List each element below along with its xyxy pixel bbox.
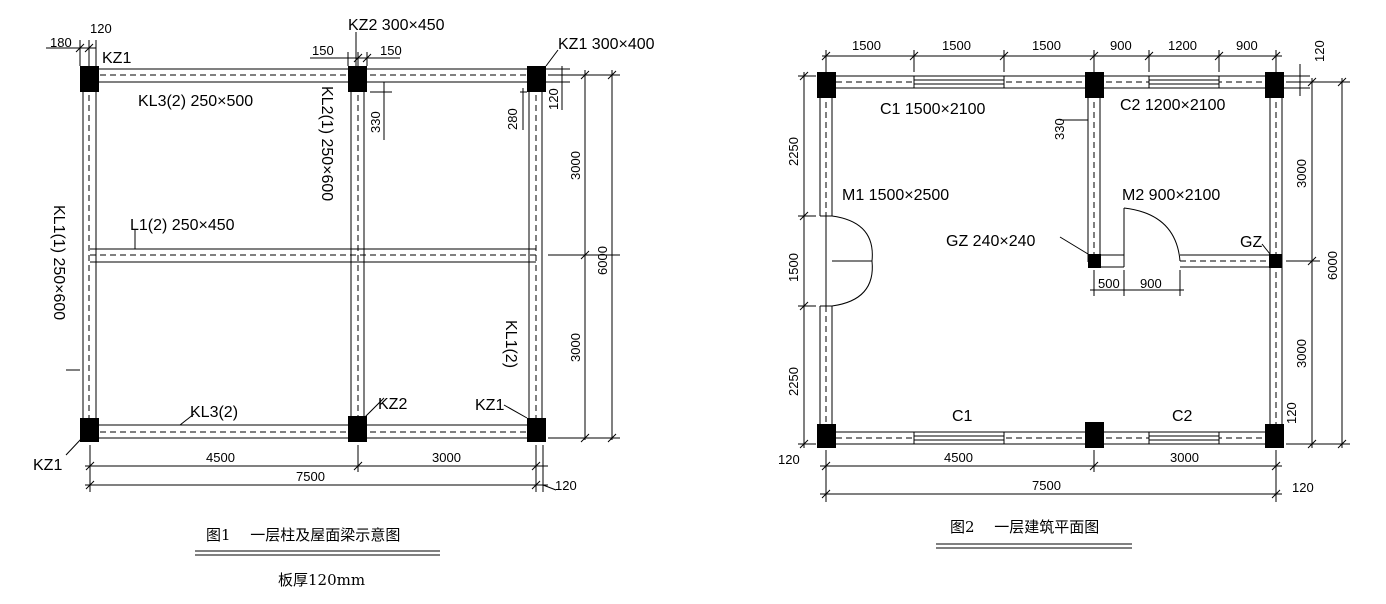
beam-kl3-top [90, 68, 536, 83]
dim-120-bottom-left: 120 [778, 452, 800, 467]
label-m2: M2 900×2100 [1122, 187, 1220, 204]
dim-150a: 150 [312, 43, 334, 58]
dim-330: 330 [1052, 118, 1067, 140]
dim-500: 500 [1098, 276, 1120, 291]
column-bl [817, 424, 836, 448]
label-c1-top: C1 1500×2100 [880, 101, 986, 118]
label-c2-top: C2 1200×2100 [1120, 97, 1226, 114]
dim-bottom-3000: 3000 [1170, 450, 1199, 465]
dim-bottom-4500: 4500 [944, 450, 973, 465]
dim-330: 330 [368, 111, 383, 133]
beam-kl1-left [82, 75, 97, 432]
fig2-dim-bottom [820, 270, 1282, 502]
label-kl2: KL2(1) 250×600 [318, 86, 335, 201]
label-kz1-bottom-right: KZ1 [475, 397, 504, 414]
column-gz-mid [1088, 254, 1101, 268]
figure1-note: 板厚120mm [278, 571, 365, 589]
column-bm [1085, 422, 1104, 448]
wall-left [819, 82, 833, 438]
column-br [1265, 424, 1284, 448]
dim-6000: 6000 [595, 246, 610, 275]
column-gz-right [1269, 254, 1282, 268]
window-c1-bottom [913, 431, 1005, 445]
dim-120-top-right: 120 [1312, 40, 1327, 62]
label-m1: M1 1500×2500 [842, 187, 949, 204]
beam-kl3-bottom [90, 424, 536, 439]
figure2-caption: 图2 一层建筑平面图 [950, 518, 1099, 536]
figure1-column-beam-plan: KZ1 KZ2 300×450 KZ1 300×400 KL3(2) 250×5… [33, 17, 655, 589]
figure2-floor-plan: C1 1500×2100 C2 1200×2100 M1 1500×2500 M… [778, 38, 1350, 549]
label-kz1-top-right: KZ1 300×400 [558, 36, 655, 53]
dim-top-6: 900 [1236, 38, 1258, 53]
dim-right-3000b: 3000 [1294, 339, 1309, 368]
dim-top-2: 1500 [942, 38, 971, 53]
dim-120-bottom-right: 120 [1284, 402, 1299, 424]
beam-l1 [90, 248, 536, 263]
column-tr [1265, 72, 1284, 98]
label-gz-right: GZ [1240, 234, 1262, 251]
column-kz1-top-right [527, 66, 546, 92]
label-c2-bottom: C2 [1172, 408, 1193, 425]
column-kz2-top [348, 66, 367, 92]
window-c2-top [1148, 75, 1220, 89]
dim-3000-bottom: 3000 [568, 333, 583, 362]
dim-left-2250a: 2250 [786, 137, 801, 166]
dim-900: 900 [1140, 276, 1162, 291]
fig1-dim-right [548, 70, 620, 443]
column-tl [817, 72, 836, 98]
dim-left-2250b: 2250 [786, 367, 801, 396]
dim-120-top: 120 [90, 21, 112, 36]
label-kz1-bottom-left: KZ1 [33, 457, 62, 474]
dim-120-right: 120 [546, 88, 561, 110]
fig1-dim-top [46, 40, 570, 140]
dim-bottom-7500: 7500 [1032, 478, 1061, 493]
figure1-caption: 图1 一层柱及屋面梁示意图 [206, 526, 400, 544]
label-gz-mid: GZ 240×240 [946, 233, 1036, 250]
beam-kl1-right [528, 75, 543, 432]
dim-120-bottom: 120 [555, 478, 577, 493]
fig2-dim-left [798, 71, 816, 449]
column-kz1-bottom-right [527, 418, 546, 442]
dim-3000-top: 3000 [568, 151, 583, 180]
label-l1: L1(2) 250×450 [130, 217, 235, 234]
dim-280: 280 [505, 108, 520, 130]
label-kl3-top: KL3(2) 250×500 [138, 93, 253, 110]
wall-interior-vertical [1087, 82, 1101, 262]
dim-left-1500: 1500 [786, 253, 801, 282]
column-kz2-bottom [348, 416, 367, 442]
column-kz1-top-left [80, 66, 99, 92]
label-kz2-bottom: KZ2 [378, 396, 407, 413]
door-m2 [1123, 207, 1181, 267]
dim-3000-h: 3000 [432, 450, 461, 465]
dim-120-bottom: 120 [1292, 480, 1314, 495]
dim-4500: 4500 [206, 450, 235, 465]
dim-top-4: 900 [1110, 38, 1132, 53]
label-c1-bottom: C1 [952, 408, 973, 425]
column-kz1-bottom-left [80, 418, 99, 442]
dim-top-5: 1200 [1168, 38, 1197, 53]
wall-interior-horizontal [1094, 254, 1276, 268]
window-c2-bottom [1148, 431, 1220, 445]
fig1-dim-bottom [85, 445, 557, 492]
dim-180: 180 [50, 35, 72, 50]
label-kl1-left: KL1(1) 250×600 [50, 205, 67, 320]
fig2-dim-top [821, 50, 1310, 96]
door-m1 [820, 215, 873, 307]
label-kl1-right: KL1(2) [502, 320, 519, 368]
label-kz1-top-left: KZ1 [102, 50, 131, 67]
fig2-dim-right [1286, 77, 1350, 449]
beam-kl2 [350, 75, 365, 432]
dim-150b: 150 [380, 43, 402, 58]
label-kl3-bottom: KL3(2) [190, 404, 238, 421]
dim-top-1: 1500 [852, 38, 881, 53]
label-kz2-top: KZ2 300×450 [348, 17, 445, 34]
window-c1-top [913, 75, 1005, 89]
column-tm [1085, 72, 1104, 98]
dim-top-3: 1500 [1032, 38, 1061, 53]
dim-right-6000: 6000 [1325, 251, 1340, 280]
dim-right-3000a: 3000 [1294, 159, 1309, 188]
dim-7500: 7500 [296, 469, 325, 484]
